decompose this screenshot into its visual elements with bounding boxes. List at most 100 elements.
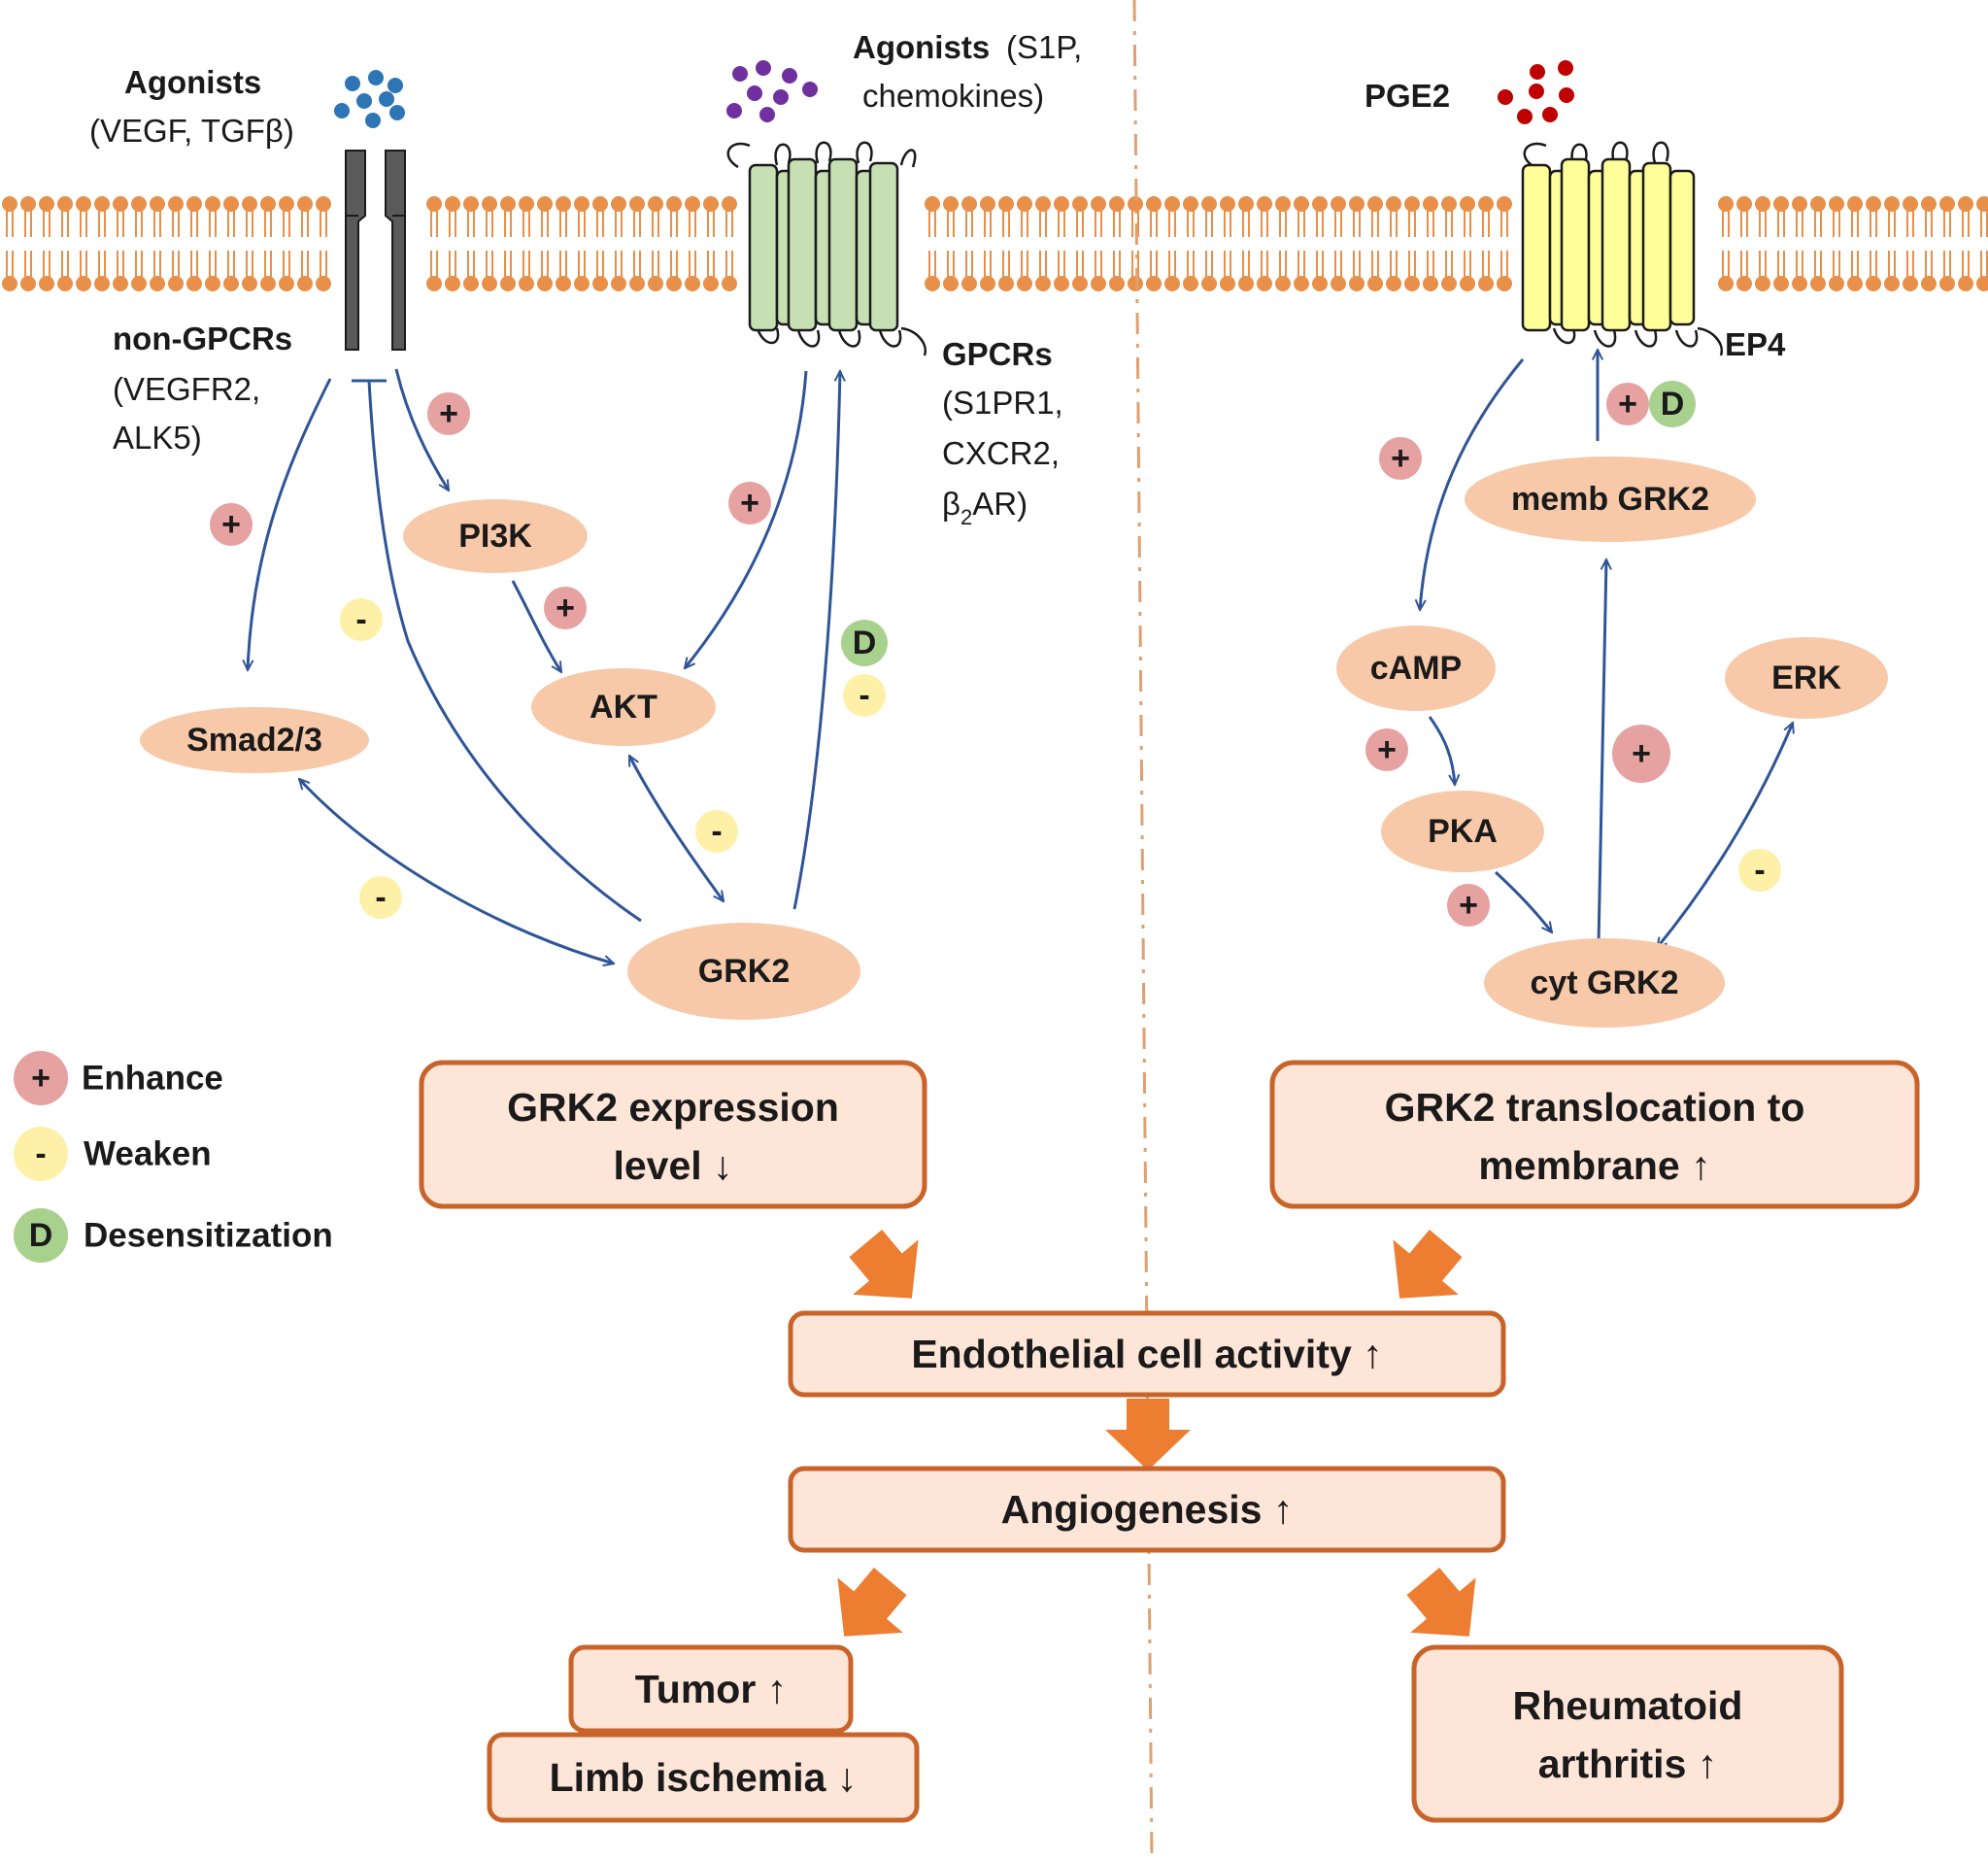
node-erk: ERK bbox=[1725, 637, 1888, 719]
svg-text:+: + bbox=[1391, 440, 1410, 477]
nongpcr-detail-1: (VEGFR2, bbox=[113, 371, 260, 407]
agonists2-title: Agonists bbox=[853, 29, 990, 65]
svg-text:+: + bbox=[1632, 735, 1651, 772]
weaken-badge: - bbox=[340, 598, 383, 641]
enhance-badge: + bbox=[1612, 725, 1670, 783]
svg-text:Enhance: Enhance bbox=[82, 1060, 223, 1098]
agonists2-detail-2: chemokines) bbox=[862, 78, 1044, 114]
svg-text:+: + bbox=[221, 506, 241, 543]
box-endothelial: Endothelial cell activity ↑ bbox=[788, 1310, 1506, 1398]
svg-text:+: + bbox=[439, 395, 458, 432]
svg-text:Endothelial cell activity ↑: Endothelial cell activity ↑ bbox=[911, 1332, 1382, 1376]
legend-enhance: + Enhance bbox=[14, 1051, 223, 1105]
block-arrows bbox=[837, 1229, 1476, 1637]
box-limb-ischemia: Limb ischemia ↓ bbox=[487, 1732, 920, 1823]
box-angiogenesis: Angiogenesis ↑ bbox=[788, 1466, 1506, 1553]
svg-text:ERK: ERK bbox=[1771, 659, 1841, 696]
nongpcr-title: non-GPCRs bbox=[113, 321, 292, 356]
agonists-detail: (VEGF, TGFβ) bbox=[89, 113, 294, 149]
node-akt: AKT bbox=[531, 668, 716, 746]
block-arrow-angiogenesis-to-ra bbox=[1406, 1567, 1476, 1637]
ep4-label: EP4 bbox=[1725, 326, 1786, 362]
enhance-badge: + bbox=[1365, 728, 1408, 771]
svg-text:-: - bbox=[35, 1135, 46, 1172]
legend: + Enhance - Weaken D Desensitization bbox=[14, 1051, 333, 1263]
svg-text:cAMP: cAMP bbox=[1370, 650, 1462, 687]
arrow-pka-to-cyt bbox=[1494, 870, 1552, 932]
ep4-receptor bbox=[1521, 141, 1724, 356]
svg-text:-: - bbox=[1754, 852, 1765, 889]
weaken-badge: - bbox=[1738, 849, 1781, 892]
weaken-badge: - bbox=[359, 876, 402, 919]
box-rheumatoid-arthritis: Rheumatoid arthritis ↑ bbox=[1411, 1644, 1844, 1823]
svg-text:+: + bbox=[1459, 887, 1478, 924]
arrow-cyt-erk bbox=[1657, 723, 1793, 948]
svg-text:GRK2: GRK2 bbox=[698, 953, 790, 990]
badges: + + + + - - - - D + D + + + + - bbox=[210, 381, 1781, 927]
svg-text:D: D bbox=[853, 625, 877, 661]
box-expression: GRK2 expression level ↓ bbox=[419, 1060, 927, 1209]
pge2-dots bbox=[1498, 60, 1574, 124]
legend-weaken: - Weaken bbox=[14, 1127, 212, 1181]
gpcr-detail-3: β2AR) bbox=[942, 486, 1028, 529]
enhance-badge: + bbox=[1379, 437, 1422, 480]
box-translocation: GRK2 translocation to membrane ↑ bbox=[1269, 1060, 1920, 1209]
arrow-nongpcr-to-pi3k bbox=[394, 368, 451, 490]
svg-text:-: - bbox=[859, 677, 869, 714]
pge2-label: PGE2 bbox=[1365, 78, 1450, 114]
enhance-badge: + bbox=[427, 392, 470, 435]
svg-text:D: D bbox=[1661, 386, 1685, 423]
agonists2-detail-1: (S1P, bbox=[1006, 29, 1082, 65]
desensitization-badge: D bbox=[841, 620, 888, 666]
node-pi3k: PI3K bbox=[403, 499, 588, 573]
node-camp: cAMP bbox=[1336, 626, 1496, 711]
svg-text:level ↓: level ↓ bbox=[613, 1143, 732, 1188]
svg-text:PKA: PKA bbox=[1428, 813, 1498, 850]
block-arrow-angiogenesis-to-tumor bbox=[837, 1567, 907, 1637]
inhibit-grk2-to-nongpcr bbox=[367, 380, 642, 923]
svg-text:Smad2/3: Smad2/3 bbox=[186, 722, 322, 759]
s1p-agonist-dots bbox=[726, 60, 818, 122]
nongpcr-detail-2: ALK5) bbox=[113, 420, 202, 456]
node-smad: Smad2/3 bbox=[140, 707, 369, 773]
svg-text:-: - bbox=[375, 879, 386, 916]
enhance-badge: + bbox=[1606, 383, 1649, 425]
arrow-grk2-smad bbox=[299, 779, 614, 964]
pathway-arrows bbox=[248, 350, 1793, 964]
legend-desensitization: D Desensitization bbox=[14, 1208, 333, 1263]
node-pka: PKA bbox=[1381, 791, 1544, 872]
svg-text:+: + bbox=[1618, 386, 1637, 423]
arrow-camp-to-pka bbox=[1428, 716, 1455, 785]
block-arrow-expression-to-endothelial bbox=[849, 1229, 919, 1299]
enhance-badge: + bbox=[728, 482, 771, 524]
arrow-grk2-akt bbox=[627, 756, 724, 901]
weaken-badge: - bbox=[695, 810, 738, 853]
svg-text:-: - bbox=[711, 813, 722, 850]
arrow-pi3k-to-akt bbox=[511, 580, 563, 672]
svg-text:cyt GRK2: cyt GRK2 bbox=[1530, 964, 1678, 1001]
node-grk2: GRK2 bbox=[627, 923, 860, 1020]
desensitization-badge: D bbox=[1649, 381, 1696, 427]
box-tumor: Tumor ↑ bbox=[568, 1644, 854, 1734]
enhance-badge: + bbox=[544, 587, 587, 629]
svg-text:Desensitization: Desensitization bbox=[84, 1217, 333, 1255]
arrow-nongpcr-to-smad bbox=[248, 378, 332, 670]
node-cyt-grk2: cyt GRK2 bbox=[1484, 938, 1725, 1028]
svg-text:+: + bbox=[556, 590, 575, 626]
non-gpcr-receptor bbox=[345, 150, 406, 351]
svg-text:+: + bbox=[1377, 731, 1397, 768]
weaken-badge: - bbox=[843, 674, 886, 717]
gpcr-title: GPCRs bbox=[942, 336, 1053, 372]
enhance-badge: + bbox=[210, 503, 253, 546]
svg-text:arthritis ↑: arthritis ↑ bbox=[1538, 1742, 1718, 1786]
svg-text:+: + bbox=[740, 485, 759, 522]
svg-text:GRK2 expression: GRK2 expression bbox=[507, 1085, 839, 1130]
svg-text:-: - bbox=[355, 601, 366, 638]
vegf-agonist-dots bbox=[334, 70, 405, 128]
svg-text:Tumor ↑: Tumor ↑ bbox=[635, 1667, 787, 1711]
arrow-cyt-to-memb bbox=[1597, 559, 1606, 945]
svg-text:Weaken: Weaken bbox=[84, 1135, 212, 1173]
gpcr-detail-2: CXCR2, bbox=[942, 435, 1060, 471]
svg-text:AKT: AKT bbox=[590, 689, 657, 726]
